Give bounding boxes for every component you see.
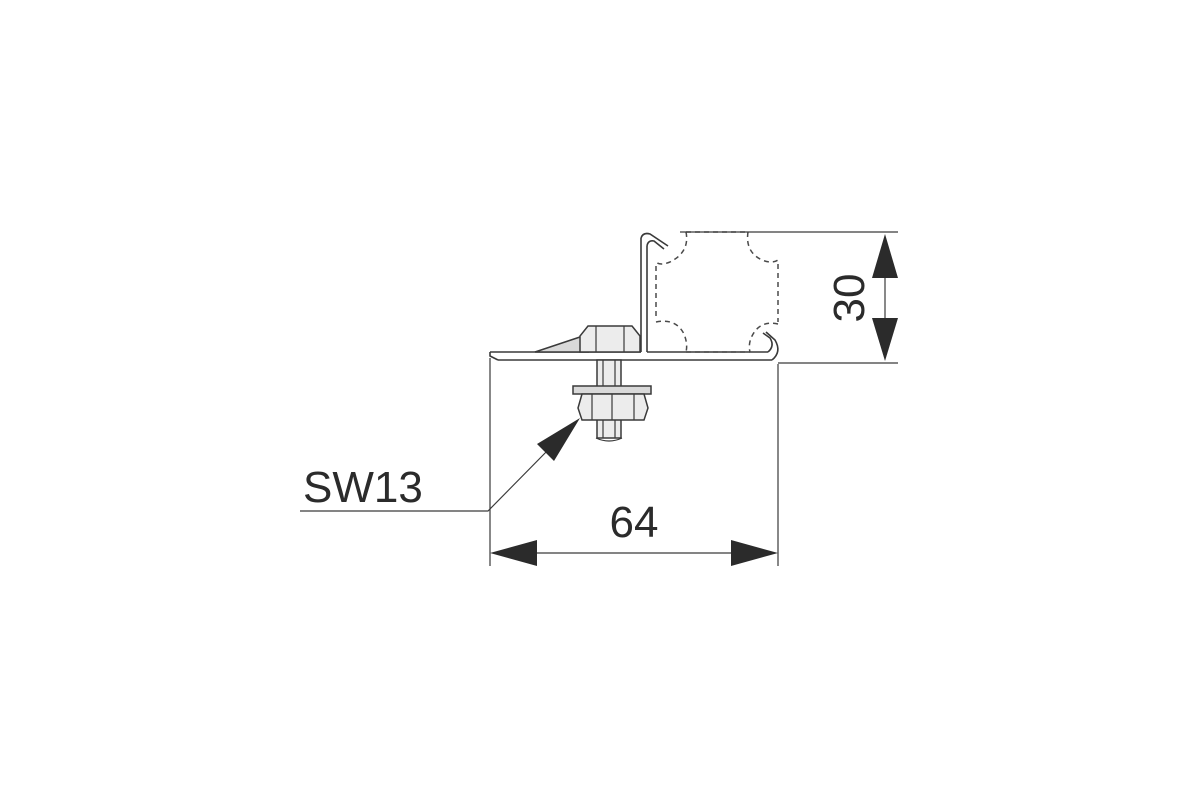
wrench-size-label: SW13 [303,463,423,512]
leader-arrowhead [537,418,580,461]
bottom-hex-nut [577,393,649,421]
top-hex-nut [579,325,641,353]
width-label: 64 [610,498,659,547]
width-dimension [489,358,779,566]
bottom-washer [572,385,652,395]
width-arrow-right [731,540,778,566]
height-label: 30 [825,274,874,323]
wrench-size-leader [300,418,580,512]
height-arrow-bottom [872,318,898,361]
bolt-assembly [534,325,652,442]
height-dimension [680,231,898,364]
width-arrow-left [490,540,537,566]
height-arrow-top [872,234,898,278]
strut-channel-outline [655,231,779,353]
